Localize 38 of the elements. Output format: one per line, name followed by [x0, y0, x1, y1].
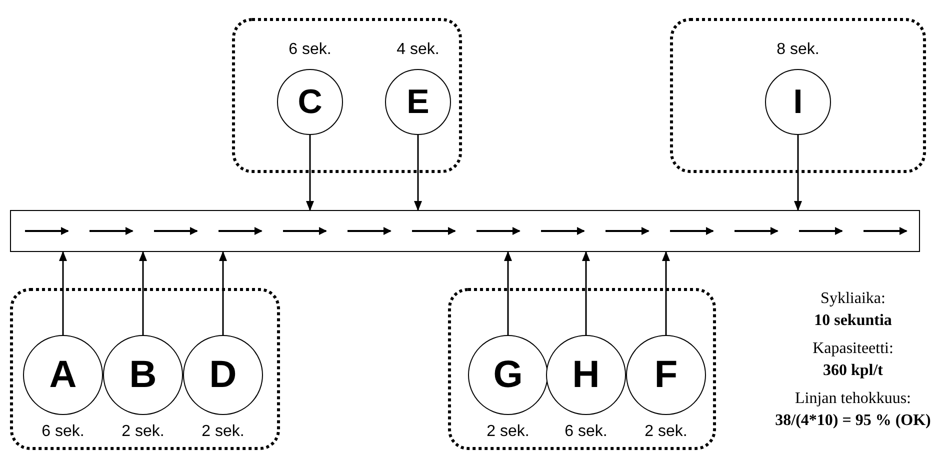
arrow: [139, 251, 147, 335]
duration-label: 6 sek.: [42, 423, 84, 441]
metric-value: 10 sekuntia: [814, 312, 892, 330]
station-circle: C: [277, 69, 343, 135]
station-circle: A: [23, 335, 103, 415]
station-group: [670, 18, 926, 173]
duration-label: 2 sek.: [202, 423, 244, 441]
duration-label: 4 sek.: [396, 41, 440, 59]
duration-label: 2 sek.: [122, 423, 164, 441]
duration-label: 8 sek.: [776, 41, 820, 59]
duration-label: 2 sek.: [644, 423, 688, 441]
metric-value: 38/(4*10) = 95 % (OK): [775, 412, 931, 430]
arrow: [306, 135, 314, 211]
station-circle: B: [103, 335, 183, 415]
duration-label: 6 sek.: [288, 41, 332, 59]
arrow: [219, 251, 227, 335]
arrow: [59, 251, 67, 335]
arrow: [794, 135, 802, 211]
metric-label: Linjan tehokkuus:: [795, 390, 911, 408]
conveyor-bar: [10, 210, 920, 252]
arrow: [504, 251, 512, 335]
station-circle: D: [183, 335, 263, 415]
metric-label: Kapasiteetti:: [812, 340, 894, 358]
duration-label: 2 sek.: [486, 423, 530, 441]
station-group: [448, 288, 716, 450]
station-group: [232, 18, 462, 173]
station-circle: E: [385, 69, 451, 135]
metric-value: 360 kpl/t: [823, 362, 883, 380]
station-circle: I: [765, 69, 831, 135]
station-circle: G: [468, 335, 548, 415]
duration-label: 6 sek.: [564, 423, 608, 441]
station-circle: H: [546, 335, 626, 415]
metric-label: Sykliaika:: [820, 290, 886, 308]
station-circle: F: [626, 335, 706, 415]
station-group: [10, 288, 280, 450]
arrow: [582, 251, 590, 335]
arrow: [662, 251, 670, 335]
arrow: [414, 135, 422, 211]
